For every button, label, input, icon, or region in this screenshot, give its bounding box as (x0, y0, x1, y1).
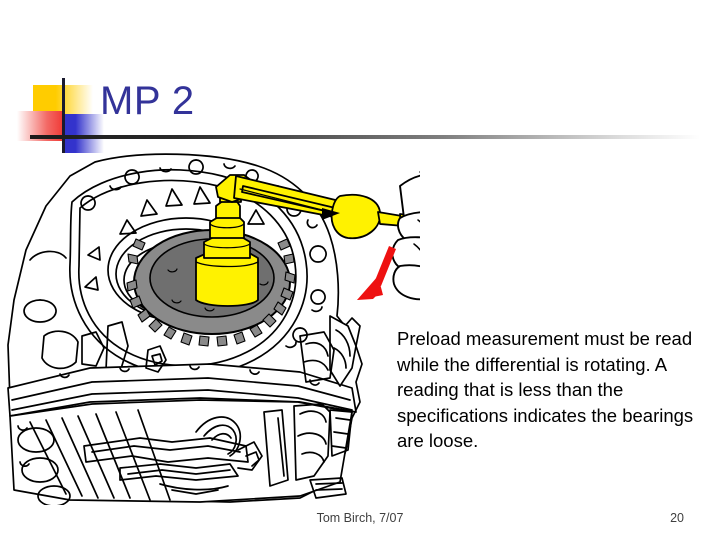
decoration-blue-block (62, 114, 104, 153)
differential-preload-measurement-diagram (0, 150, 420, 505)
footer-page-number: 20 (670, 511, 684, 525)
body-text: Preload measurement must be read while t… (397, 328, 694, 451)
page-title: MP 2 (100, 79, 195, 123)
title-divider-rule (30, 135, 700, 139)
footer-author: Tom Birch, 7/07 (316, 511, 404, 525)
decoration-vertical-line (62, 78, 65, 153)
